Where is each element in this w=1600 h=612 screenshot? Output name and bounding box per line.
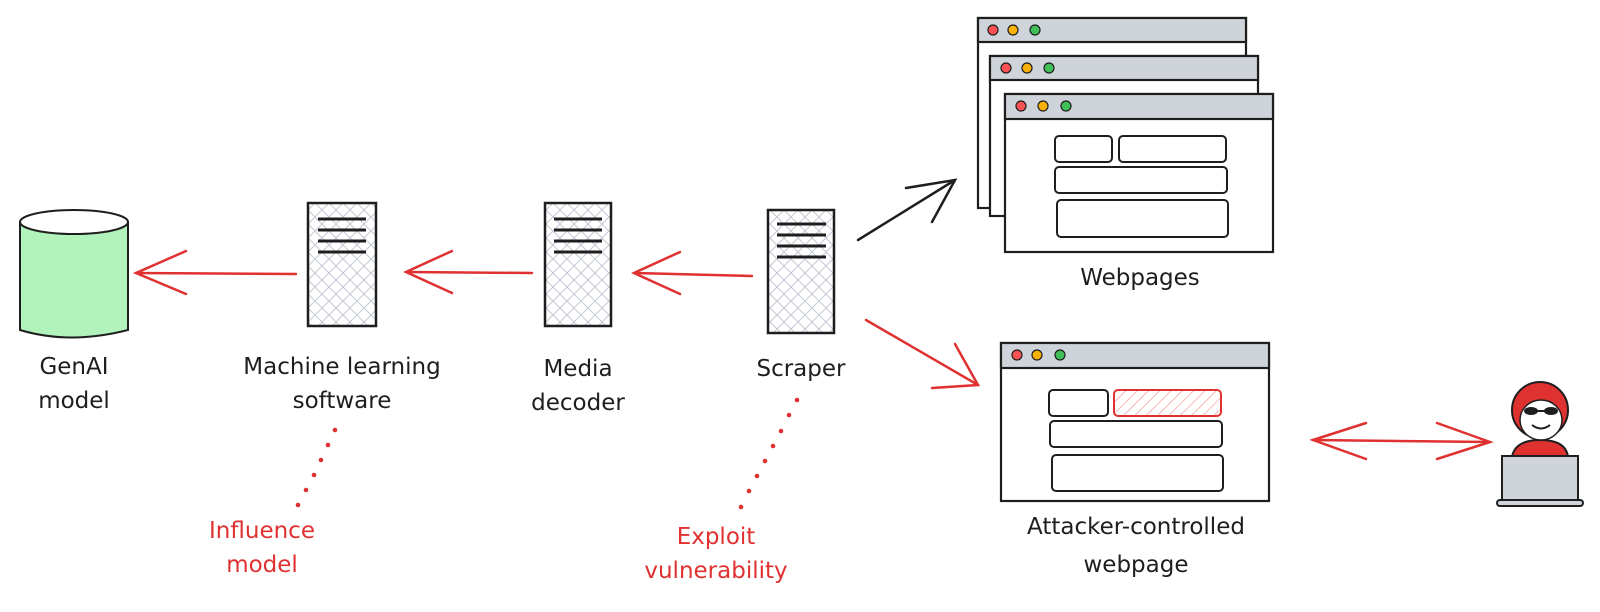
attacker-webpage-label-line2: webpage [1083, 552, 1188, 578]
influence-model-label-line2: model [226, 552, 298, 578]
arrow-scraper-to-webpages [856, 178, 958, 242]
media-decoder-server-icon [543, 201, 613, 328]
exploit-vulnerability-label-line2: vulnerability [644, 558, 787, 584]
ml-software-server-icon [306, 201, 378, 328]
exploit-vulnerability-label-line1: Exploit [677, 524, 756, 550]
arrow-ml-to-model [132, 249, 298, 296]
genai-model-label-line1: GenAI [39, 354, 108, 380]
exploit-dotted-line [738, 397, 800, 510]
malicious-content-block [1113, 389, 1222, 417]
double-arrow-attacker-webpage [1309, 421, 1494, 461]
genai-model-cylinder-icon [19, 209, 129, 339]
ml-software-label-line2: software [293, 388, 392, 414]
media-decoder-label-line2: decoder [531, 390, 625, 416]
scraper-label: Scraper [756, 356, 846, 382]
webpages-label: Webpages [1080, 265, 1200, 291]
arrow-decoder-to-ml [402, 249, 534, 295]
scraper-server-icon [766, 208, 836, 335]
attacker-hacker-icon [1496, 381, 1584, 507]
media-decoder-label-line1: Media [543, 356, 612, 382]
webpages-browser-stack-icon [976, 16, 1275, 254]
attacker-webpage-label-line1: Attacker-controlled [1027, 514, 1245, 540]
influence-dotted-line [295, 427, 338, 508]
arrow-scraper-to-attacker-webpage [864, 318, 981, 390]
ml-software-label-line1: Machine learning [243, 354, 440, 380]
influence-model-label-line1: Influence [209, 518, 315, 544]
arrow-scraper-to-decoder [630, 250, 754, 296]
attacker-webpage-browser-icon [999, 341, 1271, 503]
genai-model-label-line2: model [38, 388, 110, 414]
